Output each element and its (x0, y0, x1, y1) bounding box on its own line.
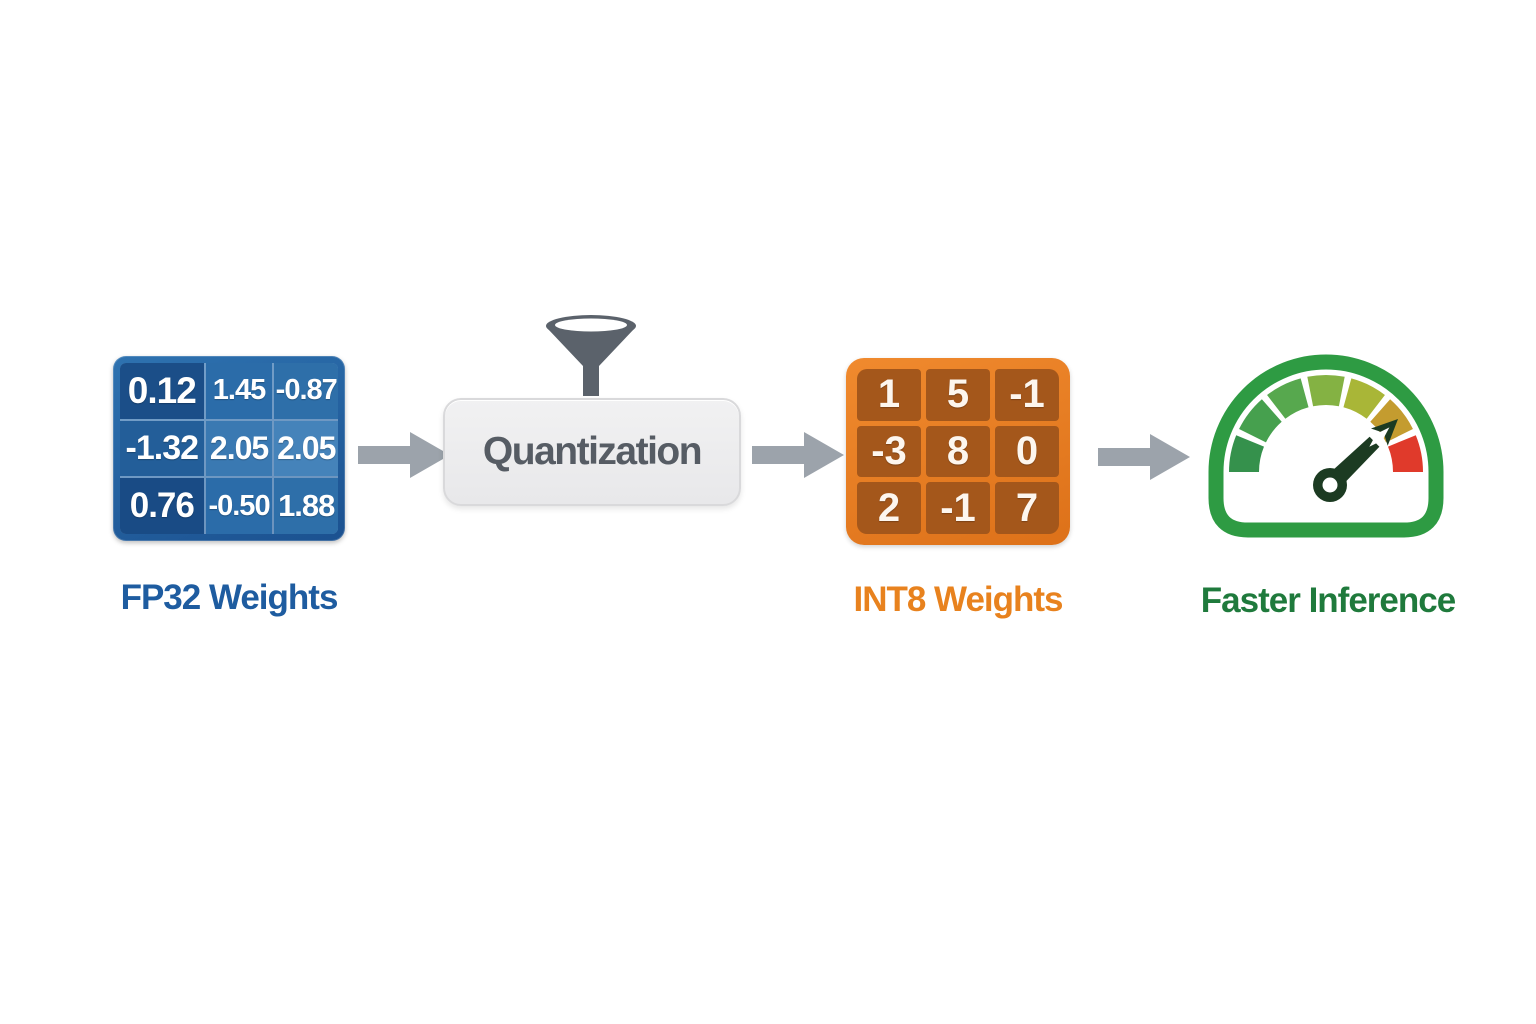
int8-weights-matrix: 1 5 -1 -3 8 0 2 -1 7 (846, 358, 1070, 545)
quantization-box: Quantization (443, 398, 741, 506)
funnel-icon (546, 315, 636, 396)
fp32-weights-label: FP32 Weights (120, 578, 339, 617)
fp32-matrix-cell: 2.05 (205, 420, 273, 477)
int8-matrix-cell: -1 (926, 482, 990, 534)
fp32-matrix-cell: 2.05 (274, 420, 338, 477)
speedometer-icon (1208, 354, 1444, 538)
fp32-matrix-cell: 0.12 (120, 363, 204, 419)
fp32-matrix-grid: 0.12 1.45 -0.87 -1.32 2.05 2.05 0.76 -0.… (120, 363, 338, 534)
fp32-matrix-cell: -0.87 (274, 363, 338, 419)
quantization-label: Quantization (482, 430, 703, 473)
int8-matrix-cell: -3 (857, 425, 921, 478)
int8-matrix-cell: 0 (995, 425, 1059, 478)
faster-inference-label: Faster Inference (1200, 581, 1456, 620)
int8-matrix-cell: 5 (926, 369, 990, 421)
arrow-right-icon (752, 432, 844, 478)
fp32-matrix-cell: -0.50 (205, 478, 273, 534)
fp32-matrix-cell: 0.76 (120, 478, 204, 534)
arrow-right-icon (358, 432, 450, 478)
arrow-right-icon (1098, 434, 1190, 480)
int8-matrix-cell: 7 (995, 482, 1059, 534)
fp32-matrix-cell: 1.88 (274, 478, 338, 534)
int8-matrix-grid: 1 5 -1 -3 8 0 2 -1 7 (857, 369, 1059, 534)
fp32-matrix-cell: 1.45 (205, 363, 273, 419)
fp32-matrix-cell: -1.32 (120, 420, 204, 477)
int8-weights-label: INT8 Weights (853, 580, 1063, 619)
int8-matrix-cell: 8 (926, 425, 990, 478)
int8-matrix-cell: -1 (995, 369, 1059, 421)
int8-matrix-cell: 1 (857, 369, 921, 421)
int8-matrix-cell: 2 (857, 482, 921, 534)
fp32-weights-matrix: 0.12 1.45 -0.87 -1.32 2.05 2.05 0.76 -0.… (113, 356, 345, 541)
